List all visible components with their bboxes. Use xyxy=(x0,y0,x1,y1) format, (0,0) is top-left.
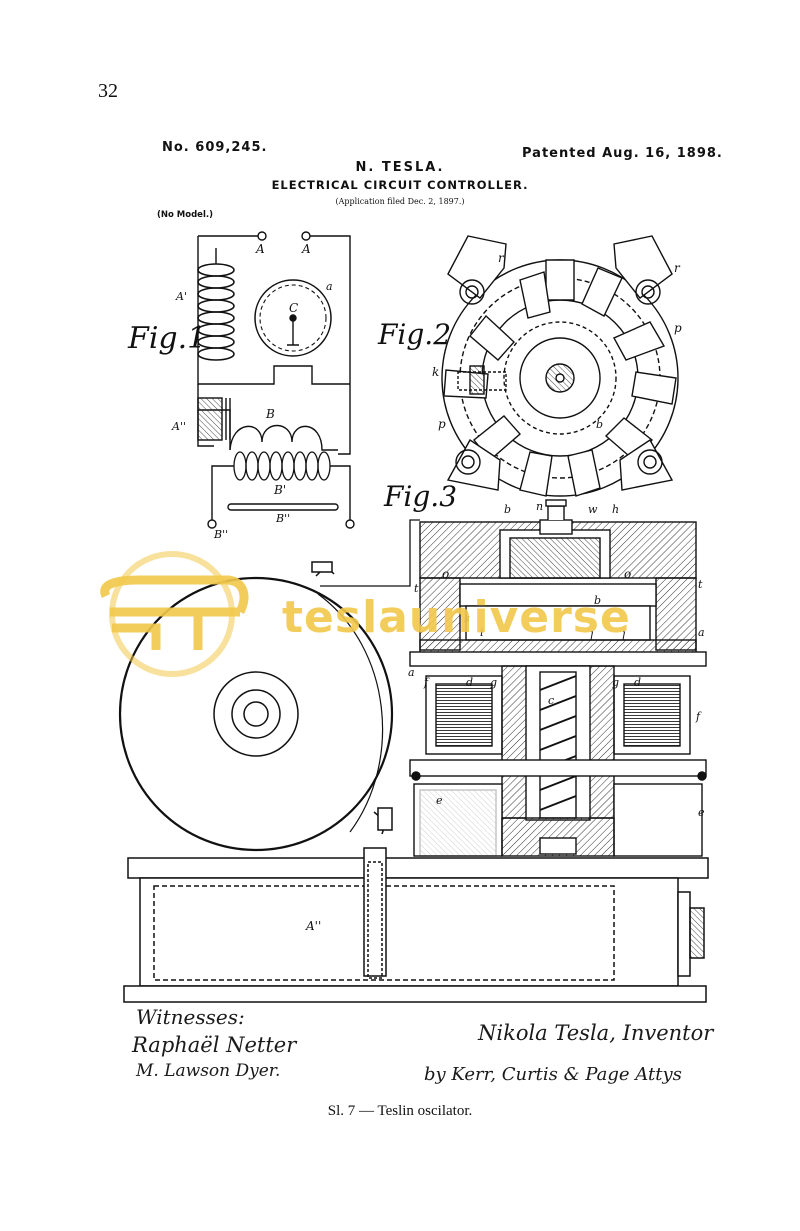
label-a-right: a xyxy=(698,626,705,639)
label-B-dprime-center: B'' xyxy=(275,512,290,525)
label-B: B xyxy=(265,407,275,421)
label-b-mid: b xyxy=(594,594,601,607)
label-l-right: l xyxy=(622,630,626,643)
watermark-logo xyxy=(100,551,249,677)
patent-number: No. 609,245. xyxy=(162,140,268,155)
label-A-dprime-fig1: A'' xyxy=(171,420,186,433)
label-d-left: d xyxy=(466,676,473,689)
label-a-left: a xyxy=(408,666,415,679)
label-A-prime: A' xyxy=(175,290,187,303)
label-b-fig2: b xyxy=(596,418,603,431)
label-B-dprime-left: B'' xyxy=(213,528,228,541)
label-s: s xyxy=(464,612,470,625)
fig-1-label: Fig.1 xyxy=(127,321,206,356)
label-f-right: f xyxy=(695,710,702,723)
label-b-top: b xyxy=(504,503,511,516)
label-A-left: A xyxy=(255,242,265,256)
label-r-right: r xyxy=(674,261,681,275)
page-number: 32 xyxy=(98,80,118,102)
label-n: n xyxy=(536,500,543,513)
label-i: i xyxy=(480,626,484,639)
label-A-right: A xyxy=(301,242,311,256)
label-g-right: g xyxy=(612,676,619,689)
figure-caption: Sl. 7 — Teslin oscilator. xyxy=(327,1103,473,1119)
inventor-signature: Nikola Tesla, Inventor xyxy=(477,1021,715,1045)
attorney-signature: by Kerr, Curtis & Page Attys xyxy=(424,1064,682,1085)
label-t-right: t xyxy=(698,578,703,591)
no-model-note: (No Model.) xyxy=(157,210,213,220)
label-C: C xyxy=(289,301,298,315)
label-o-right: o xyxy=(624,567,631,581)
base-box xyxy=(123,847,709,1003)
label-d-right: d xyxy=(634,676,641,689)
label-B-prime: B' xyxy=(273,483,286,497)
label-a-fig1: a xyxy=(326,280,333,293)
label-e-left: e xyxy=(436,794,443,807)
label-w: w xyxy=(588,503,598,516)
label-p-right: p xyxy=(674,321,682,335)
figure-2 xyxy=(441,235,679,497)
label-r-left: r xyxy=(498,251,505,265)
patent-title: ELECTRICAL CIRCUIT CONTROLLER. xyxy=(271,178,529,192)
motor-disc xyxy=(118,561,394,852)
application-date: (Application filed Dec. 2, 1897.) xyxy=(335,197,465,206)
witnesses-heading: Witnesses: xyxy=(136,1005,245,1029)
fig-2-label: Fig.2 xyxy=(377,318,451,351)
label-p-left: p xyxy=(438,417,446,431)
label-c: c xyxy=(548,694,554,707)
witness-signature-1: Raphaël Netter xyxy=(131,1033,298,1057)
figure-1 xyxy=(197,231,355,529)
connecting-wire xyxy=(320,519,420,587)
label-t-left: t xyxy=(414,582,419,595)
label-f-left: f xyxy=(423,676,430,689)
label-l-left: l xyxy=(590,630,594,643)
witness-signature-2: M. Lawson Dyer. xyxy=(135,1061,280,1081)
label-o-left: o xyxy=(442,567,449,581)
fig-3-label: Fig.3 xyxy=(383,480,457,513)
label-A-dprime-base: A'' xyxy=(305,919,321,933)
watermark-text: teslauniverse xyxy=(282,592,631,643)
label-k: k xyxy=(432,365,439,379)
patent-date: Patented Aug. 16, 1898. xyxy=(522,146,723,161)
figure-3 xyxy=(409,499,707,857)
label-e-right: e xyxy=(698,806,705,819)
label-h: h xyxy=(612,503,619,516)
inventor-heading: N. TESLA. xyxy=(355,160,445,175)
label-g-left: g xyxy=(490,676,497,689)
